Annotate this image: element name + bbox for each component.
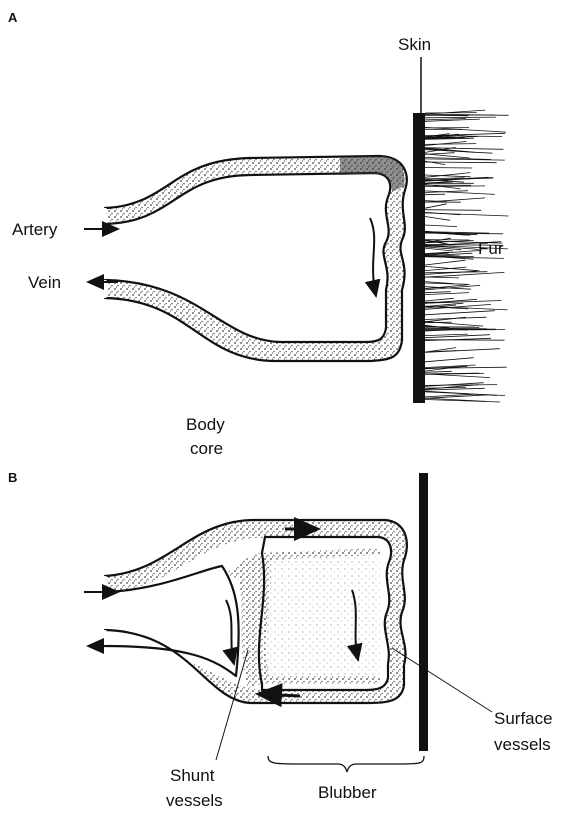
- fur-hair-stroke: [425, 311, 495, 315]
- fur-hair-stroke: [425, 168, 472, 169]
- fur-hair-stroke: [425, 204, 447, 208]
- blubber-label: Blubber: [318, 783, 377, 802]
- fur-hair-stroke: [425, 256, 474, 257]
- fur-hair-stroke: [425, 153, 455, 155]
- panel-a-letter: A: [8, 10, 18, 25]
- vein-label: Vein: [28, 273, 61, 292]
- fur-hair-stroke: [425, 293, 469, 295]
- fur-label: Fur: [478, 239, 504, 258]
- fur-hair-stroke: [425, 272, 487, 273]
- panel-a: A Skin Fur Artery Vein Body core: [8, 10, 509, 458]
- surface-label-line2: vessels: [494, 735, 551, 754]
- fur-hair-stroke: [425, 298, 454, 301]
- fur-hair-stroke: [425, 272, 504, 277]
- skin-bar-b: [419, 473, 428, 751]
- blubber-bracket: [268, 756, 424, 772]
- fur-hair-stroke: [425, 225, 457, 227]
- fur-hair-stroke: [425, 161, 445, 165]
- fur-hair-stroke: [425, 358, 474, 362]
- skin-label: Skin: [398, 35, 431, 54]
- fur-hair-stroke: [425, 330, 505, 331]
- fur-hair-stroke: [425, 194, 445, 195]
- surface-label-line1: Surface: [494, 709, 553, 728]
- fur-hair-stroke: [425, 322, 452, 323]
- fur-hair-stroke: [425, 117, 496, 118]
- fur-hair-stroke: [425, 334, 468, 336]
- fur-hair-stroke: [425, 213, 509, 216]
- surface-leader-line: [392, 648, 492, 712]
- fur-hair-stroke: [425, 210, 481, 211]
- shunt-label-line1: Shunt: [170, 766, 215, 785]
- fur-hair-stroke: [425, 260, 466, 265]
- skin-layer: [413, 113, 425, 403]
- fur-hair-stroke: [425, 217, 450, 221]
- fur-hair-stroke: [425, 292, 451, 293]
- fur-hair-stroke: [425, 198, 485, 202]
- fur-hair-stroke: [425, 374, 490, 378]
- fur-hair-stroke: [425, 110, 485, 114]
- artery-label: Artery: [12, 220, 58, 239]
- fur-hair-stroke: [425, 186, 485, 187]
- fur-hair-stroke: [425, 144, 476, 145]
- bottom-flow-arrow: [258, 694, 300, 696]
- panel-b-letter: B: [8, 470, 17, 485]
- body-core-label-line1: Body: [186, 415, 225, 434]
- fur-hair-stroke: [425, 371, 452, 372]
- panel-b: B Surface: [8, 470, 553, 810]
- body-core-label-line2: core: [190, 439, 223, 458]
- shunt-label-line2: vessels: [166, 791, 223, 810]
- fur-hair-stroke: [425, 267, 467, 271]
- fur-hair-stroke: [425, 394, 474, 397]
- fur-hair-stroke: [425, 250, 482, 254]
